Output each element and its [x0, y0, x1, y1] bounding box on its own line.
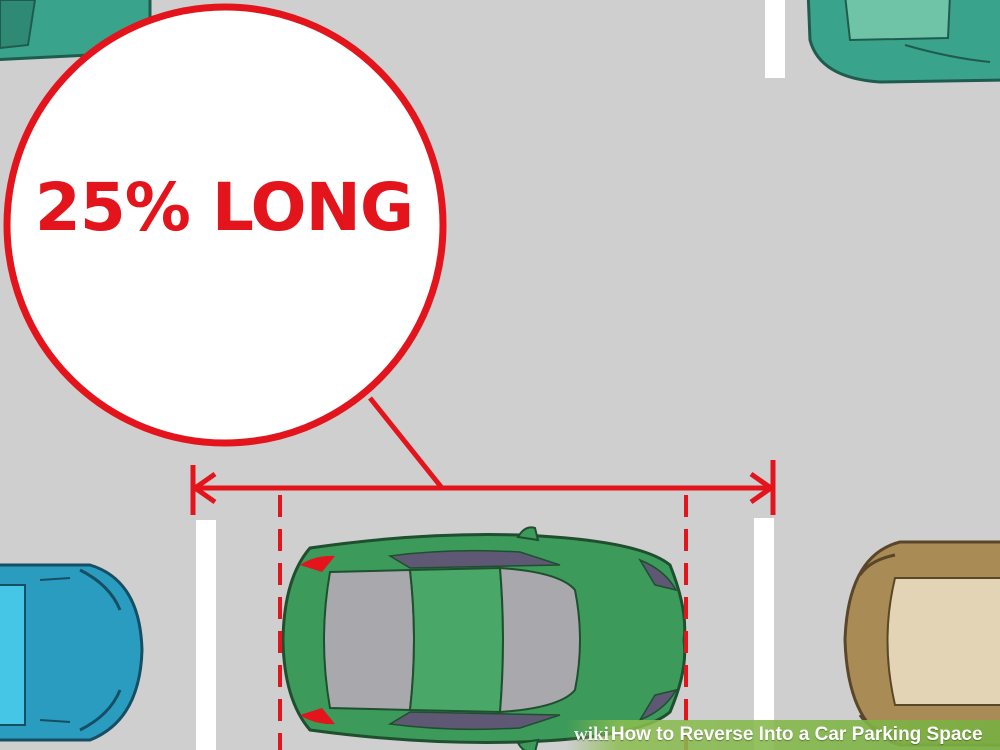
watermark-brand: wiki [574, 724, 609, 745]
watermark-title: How to Reverse Into a Car Parking Space [610, 724, 983, 745]
parked-car-bottom-right [843, 540, 1000, 747]
callout-text: 25% LONG [34, 169, 414, 246]
parked-car-top-right [806, 0, 1000, 84]
callout-bubble [3, 3, 447, 490]
parking-line-right [754, 518, 774, 750]
reversing-car [281, 526, 687, 750]
space-length-arrow [190, 460, 776, 515]
parked-car-bottom-left [0, 563, 144, 742]
parking-line-top [765, 0, 785, 78]
parking-line-left [196, 520, 216, 750]
